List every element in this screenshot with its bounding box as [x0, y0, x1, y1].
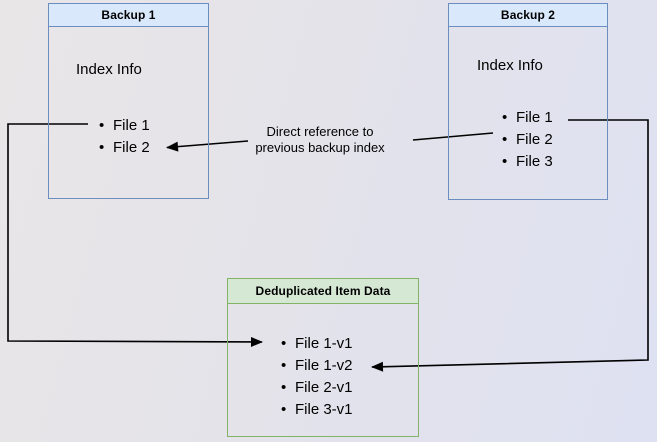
backup2-subtitle: Index Info	[477, 57, 543, 74]
file-item: File 1-v2	[281, 355, 353, 377]
file-item: File 1-v1	[281, 333, 353, 355]
dedup-title: Deduplicated Item Data	[228, 279, 418, 304]
annotation-line2: previous backup index	[255, 140, 385, 155]
file-item: File 2	[502, 129, 553, 151]
file-item: File 1	[502, 107, 553, 129]
backup2-box: Backup 2 Index Info File 1 File 2 File 3	[448, 3, 608, 200]
file-item: File 1	[99, 115, 150, 137]
backup2-title: Backup 2	[449, 4, 607, 27]
backup2-file-list: File 1 File 2 File 3	[502, 107, 553, 173]
file-item: File 3	[502, 151, 553, 173]
annotation-label: Direct reference to previous backup inde…	[255, 124, 384, 156]
annotation-line1: Direct reference to	[266, 124, 374, 139]
backup1-file-list: File 1 File 2	[99, 115, 150, 159]
deduplicated-item-data-box: Deduplicated Item Data File 1-v1 File 1-…	[227, 278, 419, 437]
file-item: File 3-v1	[281, 399, 353, 421]
backup1-title: Backup 1	[49, 4, 208, 27]
file-item: File 2-v1	[281, 377, 353, 399]
dedup-file-list: File 1-v1 File 1-v2 File 2-v1 File 3-v1	[281, 333, 353, 421]
backup1-subtitle: Index Info	[76, 61, 142, 78]
file-item: File 2	[99, 137, 150, 159]
backup1-box: Backup 1 Index Info File 1 File 2	[48, 3, 209, 199]
